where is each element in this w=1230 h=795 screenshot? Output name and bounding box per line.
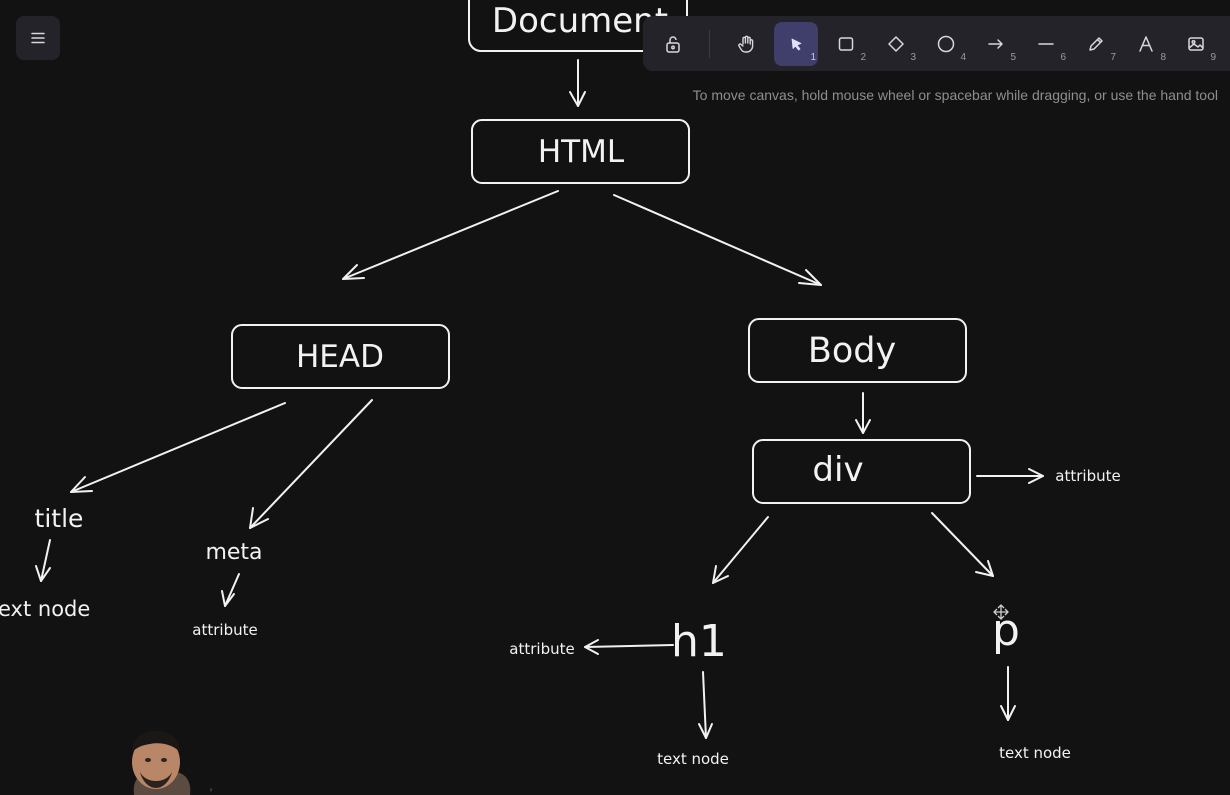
arrow-head-meta[interactable]: [249, 399, 373, 529]
tool-selection[interactable]: 1: [774, 21, 818, 66]
arrow-div-attribute[interactable]: [976, 468, 1044, 484]
arrow-title-textnode[interactable]: [35, 539, 51, 582]
tool-image[interactable]: 9: [1174, 22, 1218, 66]
p-text-node-label[interactable]: text node: [999, 744, 1071, 762]
text-icon: [1139, 35, 1153, 52]
tool-draw-key: 7: [1110, 51, 1116, 63]
node-body-box[interactable]: [748, 318, 967, 383]
arrow-right-icon: [988, 38, 1003, 49]
tool-hand[interactable]: [724, 22, 768, 66]
tool-rectangle-key: 2: [860, 51, 866, 63]
arrow-head-title[interactable]: [70, 402, 286, 493]
tool-line-key: 6: [1060, 51, 1066, 63]
toolbar-divider: [709, 29, 710, 58]
hamburger-icon: [31, 32, 45, 44]
line-icon: [1038, 42, 1054, 45]
ellipse-icon: [937, 35, 955, 52]
div-attribute-label[interactable]: attribute: [1055, 467, 1120, 485]
toolbar: 1 2 3 4 5 6 7: [643, 16, 1230, 71]
node-div-box[interactable]: [752, 439, 971, 504]
tool-draw[interactable]: 7: [1074, 22, 1118, 66]
arrow-meta-attribute[interactable]: [221, 573, 240, 607]
title-text-node-label[interactable]: ext node: [0, 597, 90, 621]
tool-arrow-key: 5: [1010, 51, 1016, 63]
node-html-label: HTML: [538, 134, 625, 170]
node-h1-label[interactable]: h1: [671, 616, 727, 667]
arrow-p-textnode[interactable]: [1000, 666, 1016, 721]
pencil-icon: [1089, 36, 1103, 51]
tool-ellipse[interactable]: 4: [924, 22, 968, 66]
presenter-webcam-image: [132, 730, 212, 795]
image-icon: [1188, 36, 1204, 51]
tool-text-key: 8: [1160, 51, 1166, 63]
node-document-label: Document: [492, 1, 668, 41]
node-html-box[interactable]: [471, 119, 690, 184]
pointer-icon: [791, 38, 802, 50]
arrow-body-div[interactable]: [855, 392, 871, 434]
unlock-icon: [666, 35, 680, 53]
node-meta-label[interactable]: meta: [205, 540, 262, 565]
node-head-label: HEAD: [296, 339, 384, 375]
node-document-box[interactable]: [468, 0, 688, 52]
tool-rectangle[interactable]: 2: [824, 22, 868, 66]
rectangle-icon: [838, 36, 854, 51]
tool-line[interactable]: 6: [1024, 22, 1068, 66]
node-div-label: div: [812, 450, 863, 490]
arrow-h1-textnode[interactable]: [698, 671, 713, 739]
arrow-div-h1[interactable]: [712, 516, 769, 584]
tool-image-key: 9: [1210, 51, 1216, 63]
h1-attribute-label[interactable]: attribute: [509, 640, 574, 658]
node-title-label[interactable]: title: [35, 504, 84, 533]
move-cursor-icon: [993, 604, 1009, 620]
tool-text[interactable]: 8: [1124, 22, 1168, 66]
tool-diamond[interactable]: 3: [874, 22, 918, 66]
hand-icon: [738, 35, 754, 53]
arrow-html-head[interactable]: [342, 190, 559, 280]
tool-diamond-key: 3: [910, 51, 916, 63]
node-head-box[interactable]: [231, 324, 450, 389]
arrow-document-html[interactable]: [569, 59, 586, 107]
tool-lock[interactable]: [651, 22, 695, 66]
node-body-label: Body: [808, 331, 896, 371]
tool-ellipse-key: 4: [960, 51, 966, 63]
tool-arrow[interactable]: 5: [974, 22, 1018, 66]
h1-text-node-label[interactable]: text node: [657, 750, 729, 768]
arrow-html-body[interactable]: [613, 194, 822, 286]
arrow-h1-attribute[interactable]: [584, 639, 674, 655]
tool-selection-key: 1: [810, 51, 816, 63]
main-menu-button[interactable]: [16, 16, 60, 60]
arrow-div-p[interactable]: [931, 512, 994, 577]
canvas-hint: To move canvas, hold mouse wheel or spac…: [692, 87, 1218, 103]
diamond-icon: [888, 35, 904, 52]
meta-attribute-label[interactable]: attribute: [192, 621, 257, 639]
